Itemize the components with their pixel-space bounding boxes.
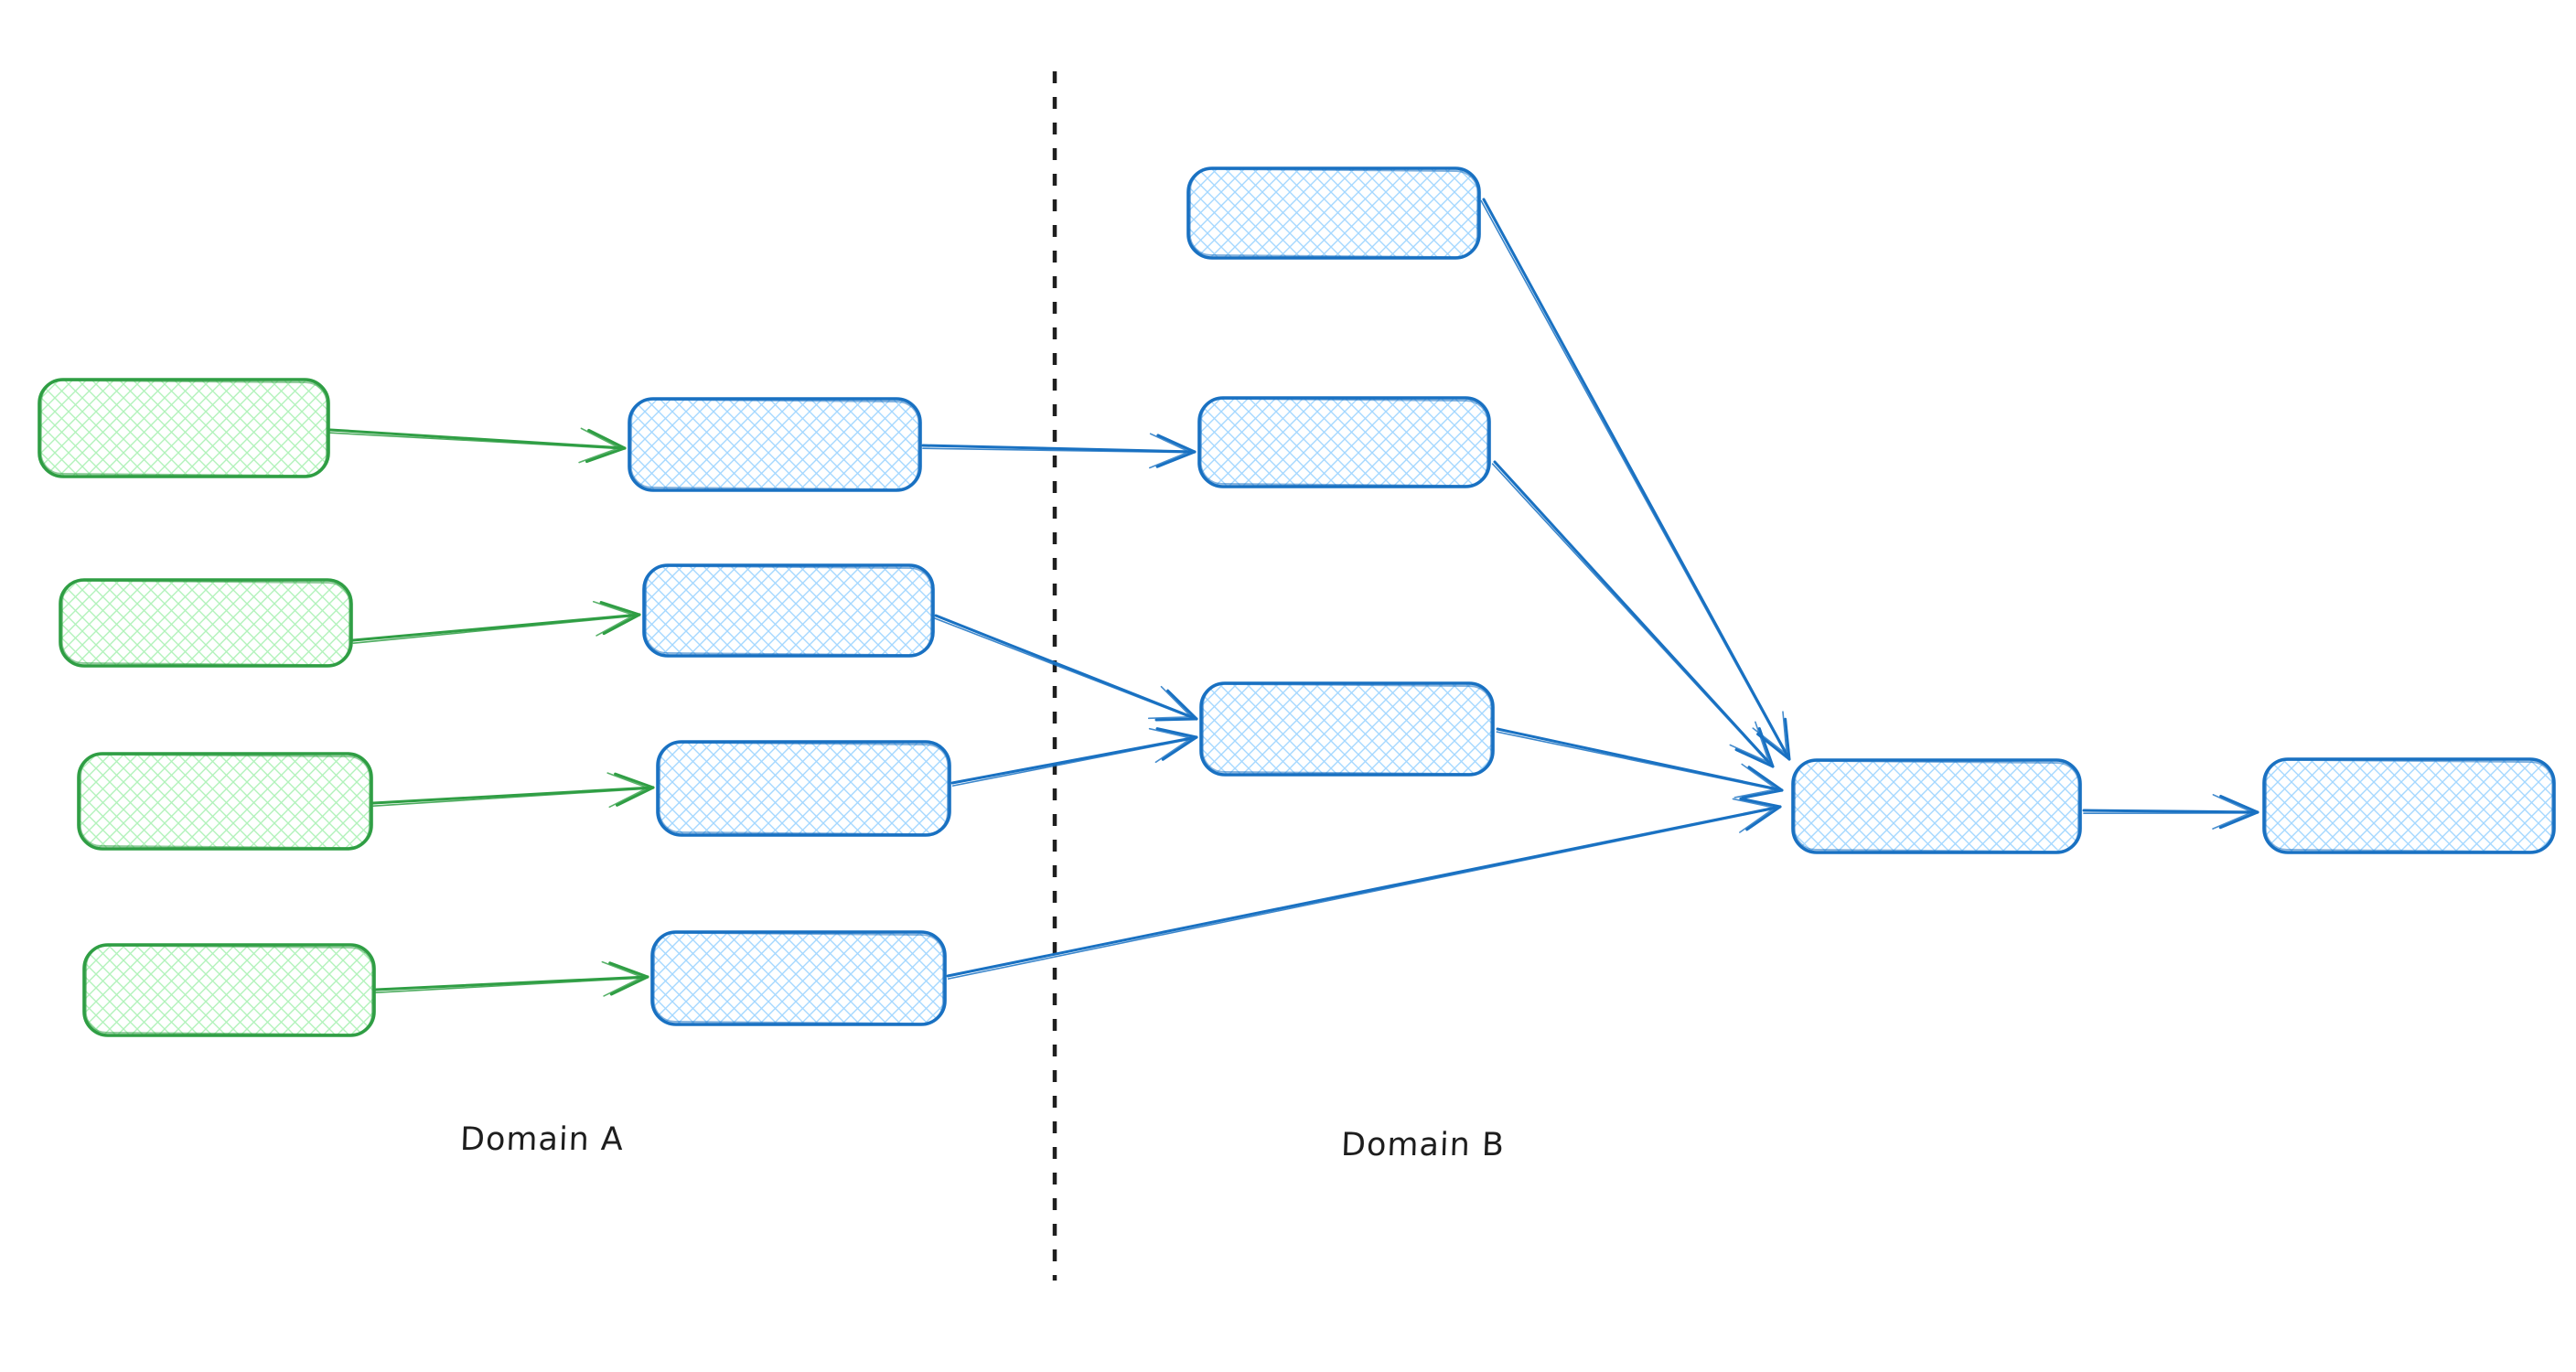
node-domain-a-stage-3 [656, 740, 951, 837]
edge-input1-to-merge [1480, 198, 1791, 761]
node-domain-a-source-1 [38, 378, 330, 478]
edge-input2-to-merge [1491, 460, 1775, 768]
node-domain-a-stage-2 [642, 563, 935, 658]
domain-a-label: Domain A [459, 1121, 625, 1158]
node-domain-b-output [2262, 757, 2556, 854]
edge-stage2-to-input3 [934, 614, 1198, 722]
edge-merge-to-output [2082, 794, 2259, 830]
node-domain-a-stage-1 [628, 397, 922, 492]
node-domain-a-source-3 [77, 752, 373, 851]
node-domain-b-input-1 [1186, 166, 1481, 260]
edge-source1-to-stage1 [328, 427, 627, 464]
domain-b-label: Domain B [1340, 1127, 1506, 1163]
edge-stage3-to-input3 [950, 727, 1198, 787]
node-domain-b-merge [1791, 758, 2082, 854]
edge-stage4-to-merge [946, 797, 1782, 980]
node-domain-a-source-4 [82, 943, 376, 1037]
edge-stage1-to-input2 [921, 433, 1197, 469]
edges-layer [328, 198, 2259, 997]
edge-source3-to-stage3 [371, 772, 655, 809]
node-domain-a-stage-4 [650, 930, 947, 1026]
edge-input3-to-merge [1496, 727, 1784, 799]
node-domain-b-input-3 [1199, 681, 1495, 777]
nodes-layer [38, 166, 2556, 1037]
edge-source2-to-stage2 [351, 600, 641, 644]
edge-source4-to-stage4 [374, 960, 649, 997]
node-domain-a-source-2 [59, 578, 353, 668]
node-domain-b-input-2 [1197, 396, 1491, 488]
